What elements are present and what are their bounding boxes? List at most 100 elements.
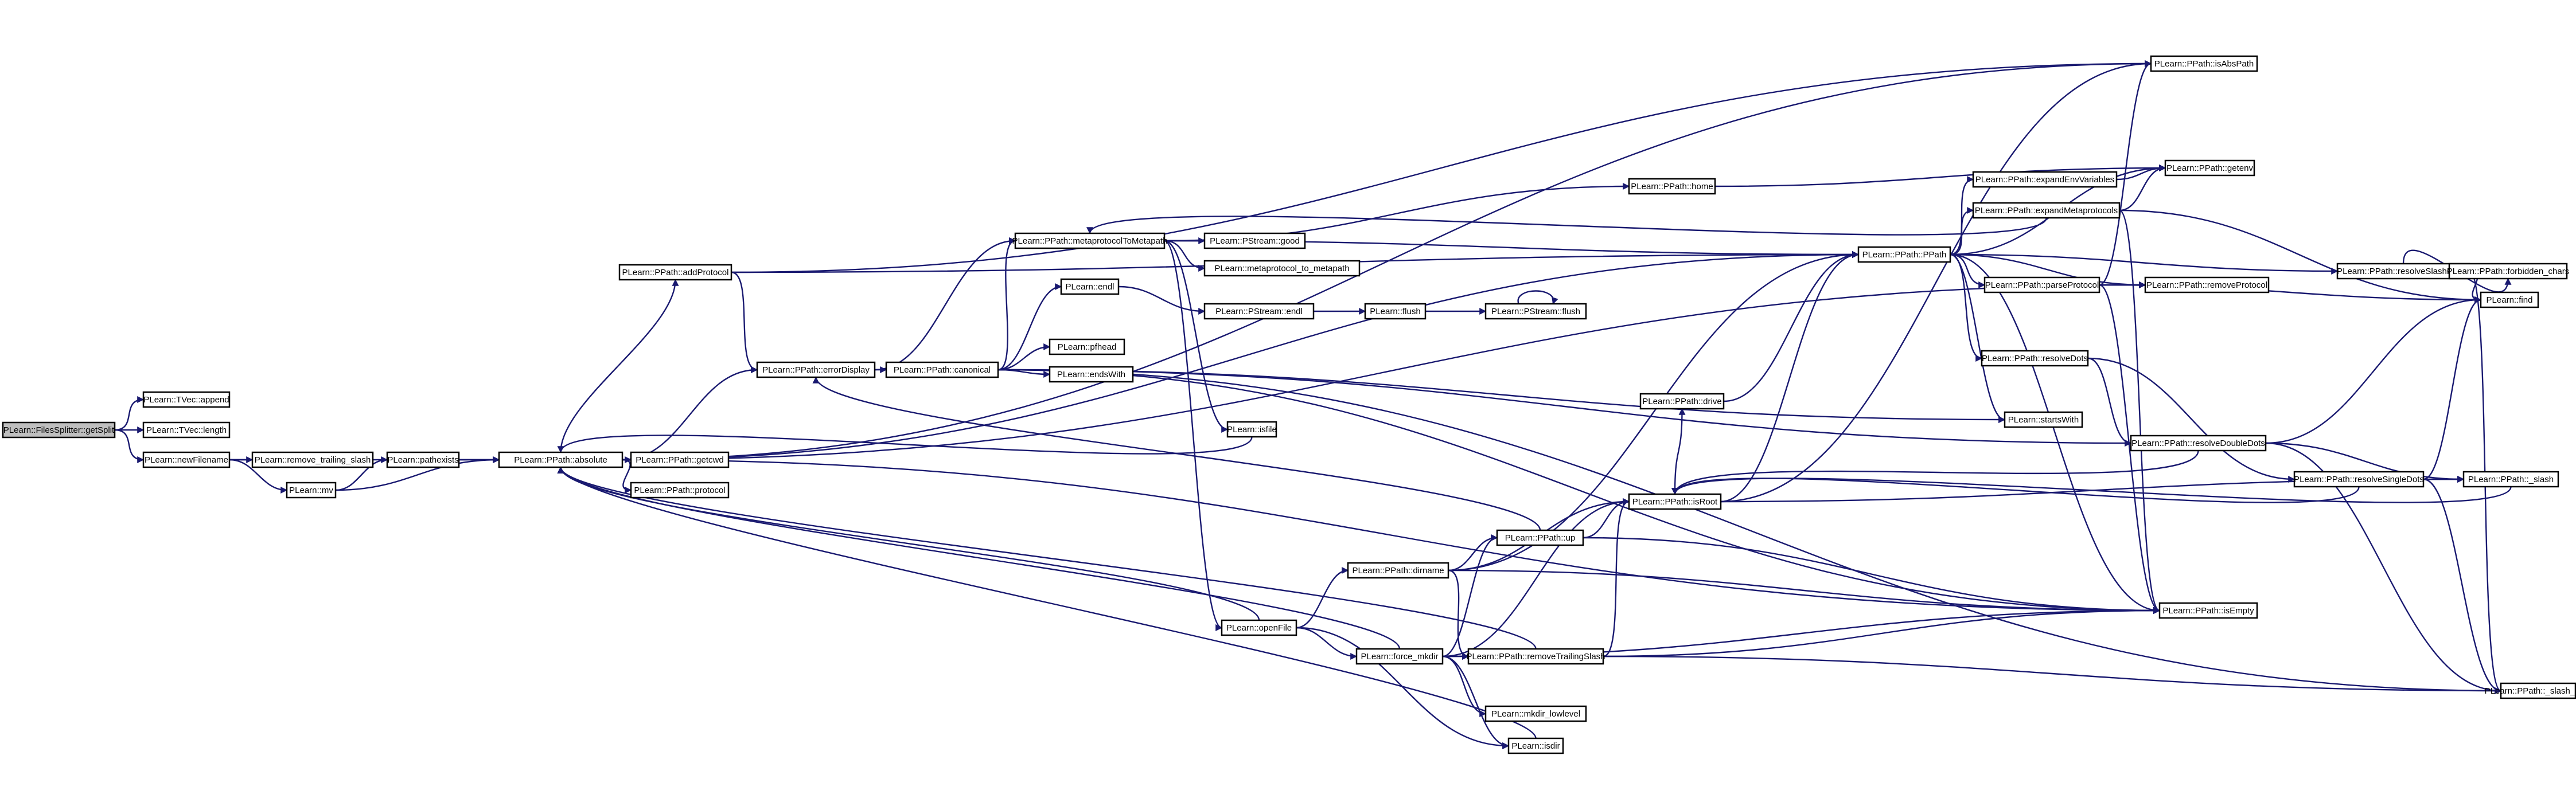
node-home[interactable]: PLearn::PPath::home: [1628, 178, 1716, 195]
node-absolute[interactable]: PLearn::PPath::absolute: [498, 451, 623, 468]
node-label-endsWith: PLearn::endsWith: [1057, 370, 1125, 379]
node-newFilename[interactable]: PLearn::newFilename: [142, 451, 231, 468]
node-box-resolveSingleDots: [2293, 471, 2425, 488]
node-box-tvecAppend: [142, 391, 231, 408]
edge-ppath-to-expandEnvVariables: [1950, 176, 1974, 256]
node-label-tvecAppend: PLearn::TVec::append: [143, 395, 229, 405]
node-label-home: PLearn::PPath::home: [1631, 182, 1713, 191]
node-isRoot[interactable]: PLearn::PPath::isRoot: [1628, 493, 1722, 510]
node-expandMetaprotocols[interactable]: PLearn::PPath::expandMetaprotocols: [1972, 202, 2121, 219]
node-box-drive: [1639, 393, 1725, 410]
node-startsWith[interactable]: PLearn::startsWith: [2004, 411, 2083, 428]
node-removeTrailingSlashFn[interactable]: PLearn::remove_trailing_slash: [251, 451, 374, 468]
node-box-isAbsPath: [2150, 55, 2258, 72]
node-addProtocol[interactable]: PLearn::PPath::addProtocol: [618, 264, 732, 281]
node-isAbsPath[interactable]: PLearn::PPath::isAbsPath: [2150, 55, 2258, 72]
node-up[interactable]: PLearn::PPath::up: [1496, 529, 1584, 546]
node-removeTrailingSlash[interactable]: PLearn::PPath::removeTrailingSlash: [1466, 648, 1605, 665]
node-label-mv: PLearn::mv: [289, 486, 333, 495]
node-mv[interactable]: PLearn::mv: [286, 482, 337, 499]
edge-canonical-to-resolveDoubleDots: [997, 369, 2132, 447]
edge-ppath-to-startsWith: [1950, 253, 2006, 423]
node-flush[interactable]: PLearn::flush: [1364, 303, 1427, 320]
node-mkdirLowlevel[interactable]: PLearn::mkdir_lowlevel: [1484, 705, 1587, 722]
node-label-resolveDots: PLearn::PPath::resolveDots: [1982, 354, 2088, 363]
node-label-getcwd: PLearn::PPath::getcwd: [636, 455, 723, 465]
node-expandEnvVariables[interactable]: PLearn::PPath::expandEnvVariables: [1972, 171, 2118, 188]
node-metaprotocolToMetapath[interactable]: PLearn::PPath::metaprotocolToMetapath: [1012, 232, 1168, 249]
node-box-removeTrailingSlashFn: [251, 451, 374, 468]
node-label-removeTrailingSlash: PLearn::PPath::removeTrailingSlash: [1466, 652, 1605, 662]
node-box-metaprotocolToMetapath: [1014, 232, 1166, 249]
node-errorDisplay[interactable]: PLearn::PPath::errorDisplay: [756, 361, 876, 378]
edge-resolveSingleDots-to-find: [2423, 296, 2482, 480]
node-drive[interactable]: PLearn::PPath::drive: [1639, 393, 1725, 410]
node-parseProtocol[interactable]: PLearn::PPath::parseProtocol: [1983, 276, 2100, 294]
edge-canonical-to-slashChar: [997, 369, 2502, 694]
node-box-resolveSlashChars: [2336, 263, 2470, 280]
node-label-addProtocol: PLearn::PPath::addProtocol: [622, 268, 729, 277]
edge-errorDisplay-to-metaprotocolToMetapath: [874, 237, 1016, 371]
node-box-pstreamGood: [1203, 232, 1306, 249]
edge-parseProtocol-to-isEmpty: [2099, 284, 2161, 614]
node-isEmpty[interactable]: PLearn::PPath::isEmpty: [2158, 602, 2258, 619]
node-forceMkdir[interactable]: PLearn::force_mkdir: [1355, 648, 1444, 665]
node-label-expandMetaprotocols: PLearn::PPath::expandMetaprotocols: [1975, 206, 2118, 216]
node-canonical[interactable]: PLearn::PPath::canonical: [885, 361, 999, 378]
node-resolveDots[interactable]: PLearn::PPath::resolveDots: [1981, 350, 2089, 367]
node-label-forbiddenChars: PLearn::PPath::forbidden_chars: [2447, 267, 2569, 276]
node-label-endl: PLearn::endl: [1065, 282, 1114, 292]
node-label-pathexists: PLearn::pathexists: [387, 455, 458, 465]
edge-isdir-to-absolute: [557, 466, 1537, 739]
node-box-expandMetaprotocols: [1972, 202, 2121, 219]
node-pstreamFlush[interactable]: PLearn::PStream::flush: [1484, 303, 1587, 320]
node-removeProtocol[interactable]: PLearn::PPath::removeProtocol: [2144, 276, 2270, 294]
node-isfile[interactable]: PLearn::isfile: [1226, 421, 1277, 438]
node-endl[interactable]: PLearn::endl: [1060, 278, 1120, 295]
node-label-isdir: PLearn::isdir: [1511, 741, 1560, 751]
node-label-getenv: PLearn::PPath::getenv: [2166, 163, 2253, 173]
node-getSplit[interactable]: PLearn::FilesSplitter::getSplit: [2, 421, 116, 439]
edge-ppath-to-resolveDots: [1950, 253, 1983, 362]
edge-metaprotocolToMetapath-to-openFile: [1164, 240, 1223, 631]
edge-absolute-to-errorDisplay: [622, 366, 758, 461]
node-endsWith[interactable]: PLearn::endsWith: [1049, 366, 1134, 383]
node-getcwd[interactable]: PLearn::PPath::getcwd: [630, 451, 730, 468]
node-resolveDoubleDots[interactable]: PLearn::PPath::resolveDoubleDots: [2130, 435, 2267, 452]
node-metaprotocolToMetapathFn[interactable]: PLearn::metaprotocol_to_metapath: [1203, 260, 1361, 277]
node-tvecAppend[interactable]: PLearn::TVec::append: [142, 391, 231, 408]
node-pfhead[interactable]: PLearn::pfhead: [1049, 338, 1125, 355]
node-box-newFilename: [142, 451, 231, 468]
node-openFile[interactable]: PLearn::openFile: [1221, 619, 1297, 636]
edge-forceMkdir-to-isdir: [1442, 655, 1510, 749]
node-label-dirname: PLearn::PPath::dirname: [1352, 566, 1444, 576]
node-forbiddenChars[interactable]: PLearn::PPath::forbidden_chars: [2447, 263, 2569, 280]
edge-mv-to-absolute: [335, 456, 500, 491]
node-box-forbiddenChars: [2448, 263, 2568, 280]
node-pathexists[interactable]: PLearn::pathexists: [386, 451, 460, 468]
node-slashChar[interactable]: PLearn::PPath::_slash_char: [2485, 682, 2576, 699]
node-dirname[interactable]: PLearn::PPath::dirname: [1347, 562, 1449, 579]
node-find[interactable]: PLearn::find: [2480, 291, 2539, 308]
edge-resolveDoubleDots-to-slash: [2265, 442, 2465, 483]
node-box-isEmpty: [2158, 602, 2258, 619]
node-box-endsWith: [1049, 366, 1134, 383]
node-resolveSingleDots[interactable]: PLearn::PPath::resolveSingleDots: [2293, 471, 2425, 488]
node-label-drive: PLearn::PPath::drive: [1642, 397, 1721, 406]
node-pstreamEndl[interactable]: PLearn::PStream::endl: [1203, 303, 1315, 320]
edge-getSplit-to-newFilename: [114, 429, 145, 463]
node-protocol[interactable]: PLearn::PPath::protocol: [630, 482, 730, 499]
edge-pstreamFlush-to-pstreamFlush: [1517, 290, 1558, 305]
node-box-getenv: [2164, 159, 2255, 177]
node-label-openFile: PLearn::openFile: [1226, 623, 1292, 633]
node-getenv[interactable]: PLearn::PPath::getenv: [2164, 159, 2255, 177]
node-ppath[interactable]: PLearn::PPath::PPath: [1857, 246, 1951, 263]
node-slash[interactable]: PLearn::PPath::_slash: [2462, 471, 2559, 488]
node-resolveSlashChars[interactable]: PLearn::PPath::resolveSlashChars: [2336, 263, 2470, 280]
node-pstreamGood[interactable]: PLearn::PStream::good: [1203, 232, 1306, 249]
edge-canonical-to-pfhead: [997, 343, 1051, 371]
edge-up-to-isEmpty: [1583, 537, 2161, 614]
node-tvecLength[interactable]: PLearn::TVec::length: [142, 421, 231, 439]
node-isdir[interactable]: PLearn::isdir: [1507, 737, 1564, 754]
node-box-pathexists: [386, 451, 460, 468]
